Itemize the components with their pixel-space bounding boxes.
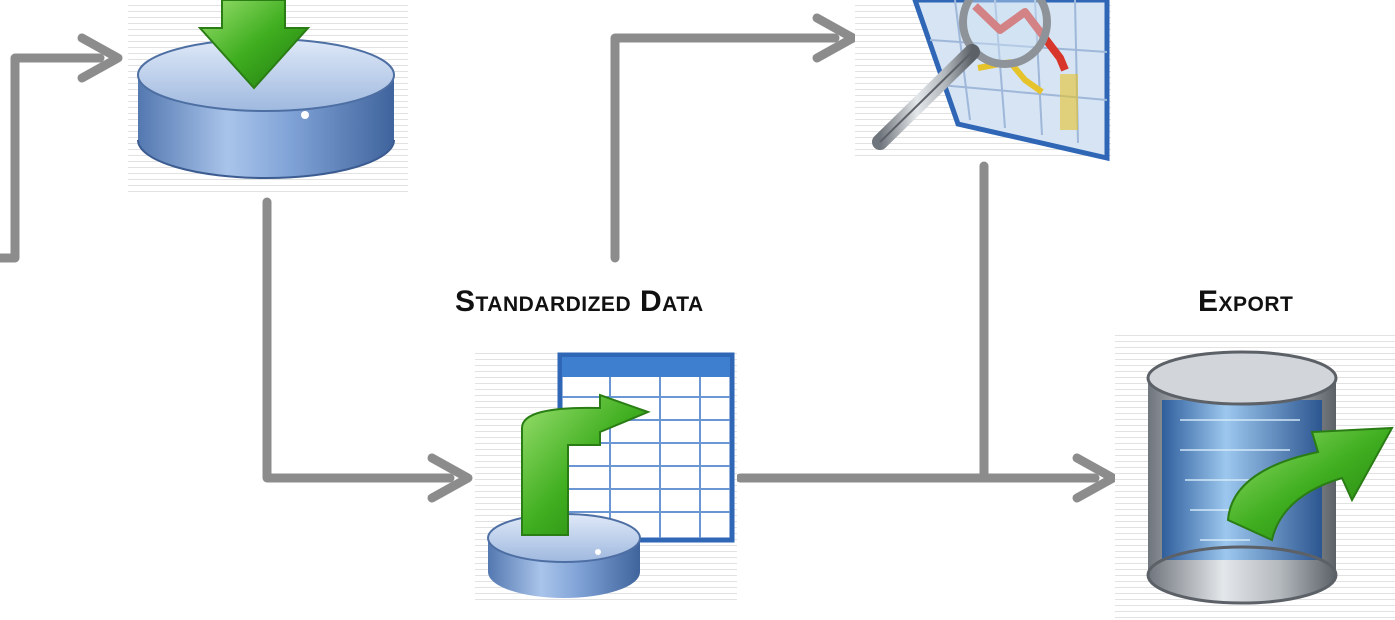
connector-import-arrowhead: [427, 453, 473, 503]
connector-analysis-arrowhead: [812, 13, 858, 63]
import-database-icon: [128, 0, 408, 192]
download-arrow-icon: [197, 0, 311, 90]
magnifier-chart-icon: [855, 0, 1111, 162]
cylinder-export-icon: [1115, 335, 1395, 620]
connector-entry-arrowhead: [77, 33, 123, 83]
database-table-icon: [475, 352, 737, 602]
connectors: [0, 13, 1118, 503]
connector-standardized-to-analysis: [610, 33, 840, 263]
export-label: Export: [1198, 285, 1294, 318]
connector-import-to-standardized: [262, 197, 455, 483]
connector-entry: [0, 53, 105, 263]
connector-export-arrowhead: [1072, 453, 1118, 503]
transfer-arrow-icon: [521, 393, 651, 536]
standardized-data-label: Standardized Data: [455, 285, 704, 318]
export-arrow-icon: [1226, 426, 1394, 542]
